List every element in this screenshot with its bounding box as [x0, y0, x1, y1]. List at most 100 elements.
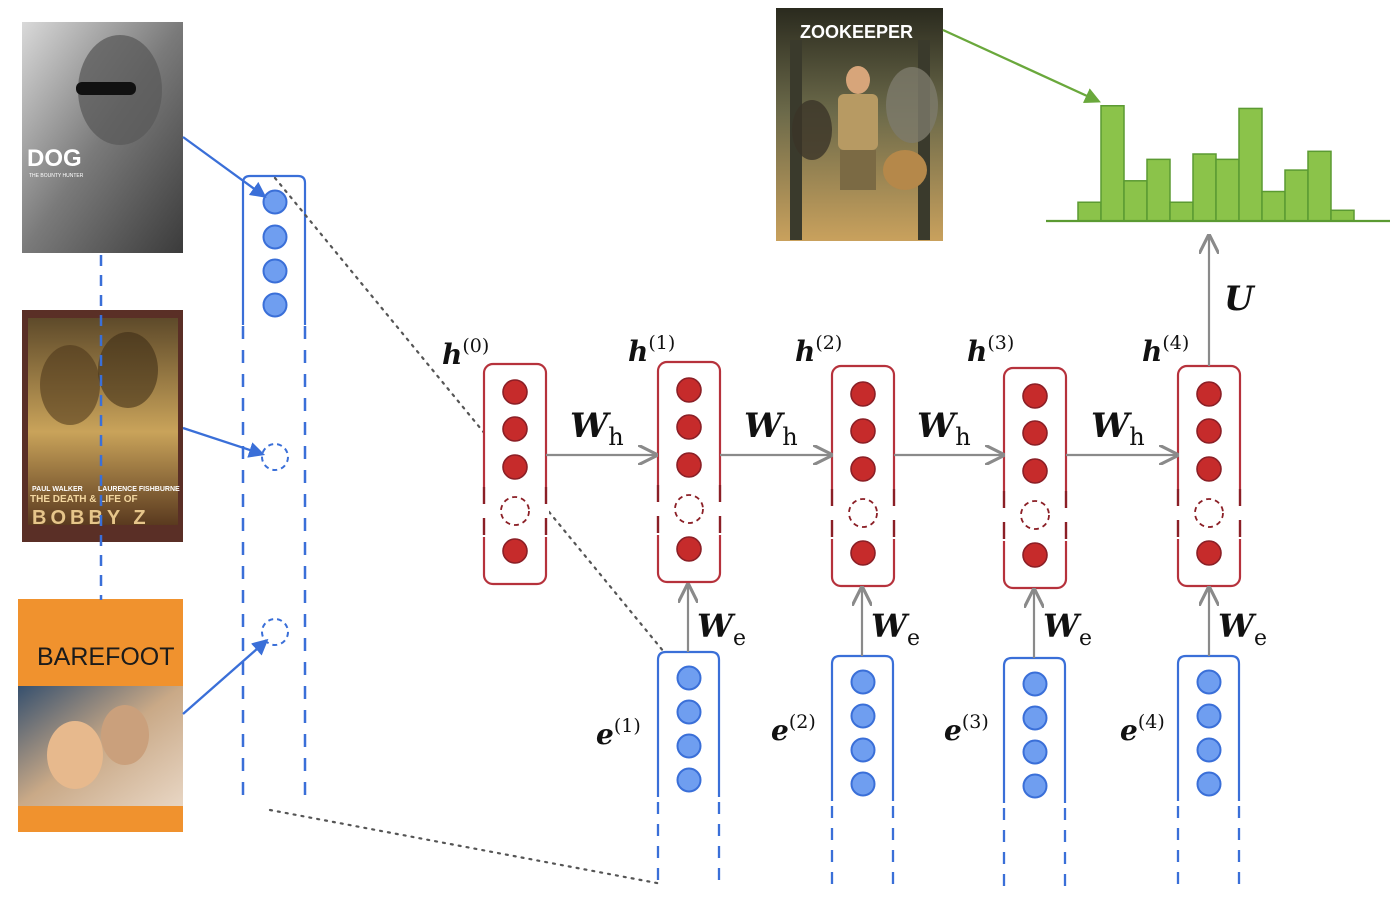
hidden-unit [502, 454, 528, 480]
embedding-unit-omitted [261, 618, 289, 646]
poster-bobby-z: PAUL WALKER LAURENCE FISHBURNE THE DEATH… [22, 310, 183, 542]
histogram-bar [1192, 153, 1217, 222]
embedding-input-unit [676, 733, 702, 759]
poster-zookeeper-title: ZOOKEEPER [800, 22, 913, 42]
hidden-unit [676, 452, 702, 478]
histogram-bar [1307, 150, 1332, 222]
hidden-state-0 [481, 362, 549, 586]
hidden-unit-omitted [848, 498, 878, 528]
input-arrows [688, 585, 1209, 658]
embedding-input-unit [850, 737, 876, 763]
embedding-input-unit [676, 767, 702, 793]
embedding-unit [262, 258, 288, 284]
weight-Wh-3: Wh [917, 406, 971, 451]
hidden-unit [502, 416, 528, 442]
hidden-unit [850, 418, 876, 444]
poster-barefoot-title: BAREFOOT [37, 643, 175, 671]
embedding-unit-omitted [261, 443, 289, 471]
hidden-unit [502, 538, 528, 564]
embedding-input-cells [656, 650, 1241, 888]
projection-dotted-bottom [268, 808, 664, 886]
weight-We-1: We [697, 607, 746, 651]
hidden-state-3 [1001, 366, 1069, 590]
output-distribution-histogram [1046, 105, 1390, 223]
hidden-unit [676, 377, 702, 403]
embed-label-2: e(2) [771, 711, 816, 747]
embedding-input-unit [1196, 737, 1222, 763]
histogram-bar [1261, 190, 1286, 222]
histogram-bar [1100, 105, 1125, 222]
histogram-bar [1169, 201, 1194, 222]
hidden-unit [1196, 381, 1222, 407]
hidden-unit [676, 536, 702, 562]
poster-zookeeper: ZOOKEEPER [776, 8, 943, 241]
hidden-unit [1196, 418, 1222, 444]
hidden-unit [850, 381, 876, 407]
hidden-unit-omitted [1020, 500, 1050, 530]
lookup-arrow-3 [182, 638, 269, 715]
hidden-state-gap [829, 489, 897, 539]
embedding-matrix [241, 174, 307, 800]
hidden-label-3: h(3) [967, 332, 1014, 368]
hidden-state-gap [1175, 489, 1243, 539]
poster-dog-subtitle: THE BOUNTY HUNTER [29, 173, 84, 179]
lookup-arrow-1 [182, 136, 267, 198]
poster-bobby-title-2: BOBBY Z [32, 507, 150, 529]
hidden-unit [1196, 540, 1222, 566]
hidden-unit [1196, 456, 1222, 482]
hidden-label-2: h(2) [795, 332, 842, 368]
embed-label-1: e(1) [596, 715, 641, 751]
hidden-unit [1022, 542, 1048, 568]
input-weight-labels: We We We We [697, 607, 1267, 651]
embed-label-4: e(4) [1120, 711, 1165, 747]
hidden-state-2 [829, 364, 897, 588]
embedding-input-unit [676, 699, 702, 725]
embedding-input-unit [1022, 671, 1048, 697]
hidden-unit-omitted [674, 494, 704, 524]
embedding-unit [262, 189, 288, 215]
embedding-unit [262, 292, 288, 318]
embedding-input-unit [850, 669, 876, 695]
hidden-unit [502, 379, 528, 405]
embedding-input-unit [1196, 771, 1222, 797]
embedding-unit [262, 224, 288, 250]
hidden-unit [1022, 420, 1048, 446]
lookup-arrow-2 [182, 426, 266, 458]
target-arrow [942, 28, 1101, 103]
embedding-input-unit [1196, 703, 1222, 729]
hidden-unit [1022, 458, 1048, 484]
weight-Wh-1: Wh [570, 406, 624, 451]
poster-bobby-actor-1: PAUL WALKER [32, 486, 83, 493]
hidden-label-1: h(1) [628, 332, 675, 368]
embedding-input-2 [830, 654, 895, 888]
embedding-input-unit [850, 703, 876, 729]
hidden-state-4 [1175, 364, 1243, 588]
hidden-state-1 [655, 360, 723, 584]
weight-We-3: We [1043, 607, 1092, 651]
histogram-bar [1238, 107, 1263, 222]
weight-Wh-2: Wh [744, 406, 798, 451]
embedding-input-unit [850, 771, 876, 797]
weight-We-4: We [1218, 607, 1267, 651]
embedding-input-unit [1022, 739, 1048, 765]
recurrent-weight-labels: Wh Wh Wh Wh [570, 406, 1145, 451]
hidden-label-0: h(0) [442, 335, 489, 371]
histogram-bar [1146, 158, 1171, 222]
embedding-input-unit [1022, 705, 1048, 731]
hidden-unit [1022, 383, 1048, 409]
hidden-state-gap [481, 487, 549, 537]
embedding-input-unit [1022, 773, 1048, 799]
weight-We-2: We [871, 607, 920, 651]
poster-bobby-title: THE DEATH & LIFE OF [30, 494, 138, 505]
hidden-unit [850, 540, 876, 566]
embedding-labels: e(1) e(2) e(3) e(4) [596, 711, 1165, 751]
histogram-bar [1123, 180, 1148, 222]
hidden-unit [850, 456, 876, 482]
embedding-input-1 [656, 650, 721, 888]
poster-bobby-actor-2: LAURENCE FISHBURNE [98, 486, 180, 493]
histogram-bar [1215, 158, 1240, 222]
hidden-unit-omitted [500, 496, 530, 526]
hidden-state-cells [481, 360, 1243, 590]
histogram-bar [1330, 209, 1355, 222]
